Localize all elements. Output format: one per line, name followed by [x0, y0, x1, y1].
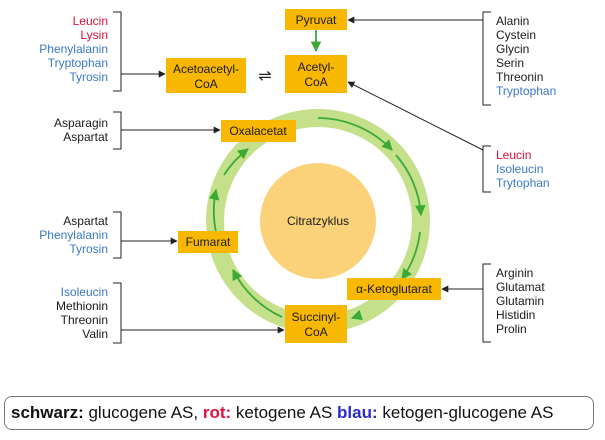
amino-acid-label: Phenylalanin: [39, 228, 108, 242]
bracket-acetyl: [482, 145, 491, 193]
amino-acid-label: Serin: [496, 56, 524, 70]
bracket-succinyl: [113, 282, 122, 344]
svg-text:CoA: CoA: [194, 77, 217, 91]
node-oxalacetat: Oxalacetat: [221, 120, 296, 142]
node-ketoglutarat: α-Ketoglutarat: [347, 278, 441, 300]
aminoacids-pyruvat: AlaninCysteinGlycinSerinThreoninTryptoph…: [496, 14, 556, 98]
svg-text:CoA: CoA: [304, 75, 327, 89]
amino-acid-label: Aspartat: [63, 130, 108, 144]
bracket-pyruvat: [482, 11, 491, 106]
svg-text:α-Ketoglutarat: α-Ketoglutarat: [356, 282, 432, 296]
amino-acid-label: Prolin: [496, 322, 527, 336]
amino-acid-label: Threonin: [61, 313, 108, 327]
color-legend: schwarz: glucogene AS, rot: ketogene AS …: [4, 396, 594, 430]
svg-text:Acetyl-: Acetyl-: [298, 60, 335, 74]
bracket-fumarat: [113, 211, 122, 259]
cycle-center-disc: [260, 163, 376, 279]
svg-text:Pyruvat: Pyruvat: [296, 13, 337, 27]
amino-acid-label: Leucin: [496, 148, 531, 162]
legend-red-key: rot:: [202, 403, 232, 422]
amino-acid-label: Trytophan: [496, 176, 550, 190]
node-pyruvat: Pyruvat: [285, 9, 347, 30]
amino-acid-label: Isoleucin: [61, 285, 108, 299]
amino-acid-label: Leucin: [73, 14, 108, 28]
amino-acid-label: Lysin: [80, 28, 108, 42]
equilibrium-icon: ⇌: [258, 66, 271, 85]
amino-acid-label: Tyrosin: [69, 242, 108, 256]
amino-acid-label: Glutamat: [496, 280, 545, 294]
amino-acid-label: Glutamin: [496, 294, 544, 308]
amino-acid-label: Tryptophan: [496, 84, 556, 98]
amino-acid-label: Arginin: [496, 266, 533, 280]
svg-text:Oxalacetat: Oxalacetat: [229, 124, 287, 138]
svg-text:Acetoacetyl-: Acetoacetyl-: [173, 62, 239, 76]
amino-acid-label: Tryptophan: [48, 56, 108, 70]
legend-black-text: glucogene AS,: [83, 403, 203, 422]
amino-acid-label: Methionin: [56, 299, 108, 313]
amino-acid-label: Isoleucin: [496, 162, 543, 176]
bracket-acetoacetyl: [113, 11, 122, 92]
amino-acid-label: Asparagin: [54, 116, 108, 130]
amino-acid-label: Tyrosin: [69, 70, 108, 84]
cycle-center-label: Citratzyklus: [287, 214, 349, 228]
node-fumarat: Fumarat: [178, 231, 238, 253]
amino-acid-label: Alanin: [496, 14, 529, 28]
node-acetyl-coa: Acetyl- CoA: [285, 55, 347, 93]
cycle-flow-arrows: [208, 117, 426, 321]
legend-blue-key: blau:: [337, 403, 378, 422]
amino-acid-label: Glycin: [496, 42, 529, 56]
legend-black-key: schwarz:: [11, 403, 84, 422]
svg-text:CoA: CoA: [304, 325, 327, 339]
svg-text:Succinyl-: Succinyl-: [292, 310, 341, 324]
node-succinyl-coa: Succinyl- CoA: [285, 305, 347, 343]
amino-acid-label: Cystein: [496, 28, 536, 42]
amino-acid-label: Aspartat: [63, 214, 108, 228]
amino-acid-label: Valin: [82, 327, 108, 341]
node-acetoacetyl-coa: Acetoacetyl- CoA: [166, 58, 246, 93]
amino-acid-label: Threonin: [496, 70, 543, 84]
legend-blue-text: ketogen-glucogene AS: [377, 403, 554, 422]
arrow-to-acetyl: [347, 81, 484, 151]
legend-red-text: ketogene AS: [231, 403, 338, 422]
amino-acid-label: Histidin: [496, 308, 535, 322]
amino-acid-label: Phenylalanin: [39, 42, 108, 56]
bracket-ketoglutarat: [482, 263, 491, 343]
bracket-oxalacetat: [113, 111, 122, 150]
svg-text:Fumarat: Fumarat: [186, 235, 231, 249]
